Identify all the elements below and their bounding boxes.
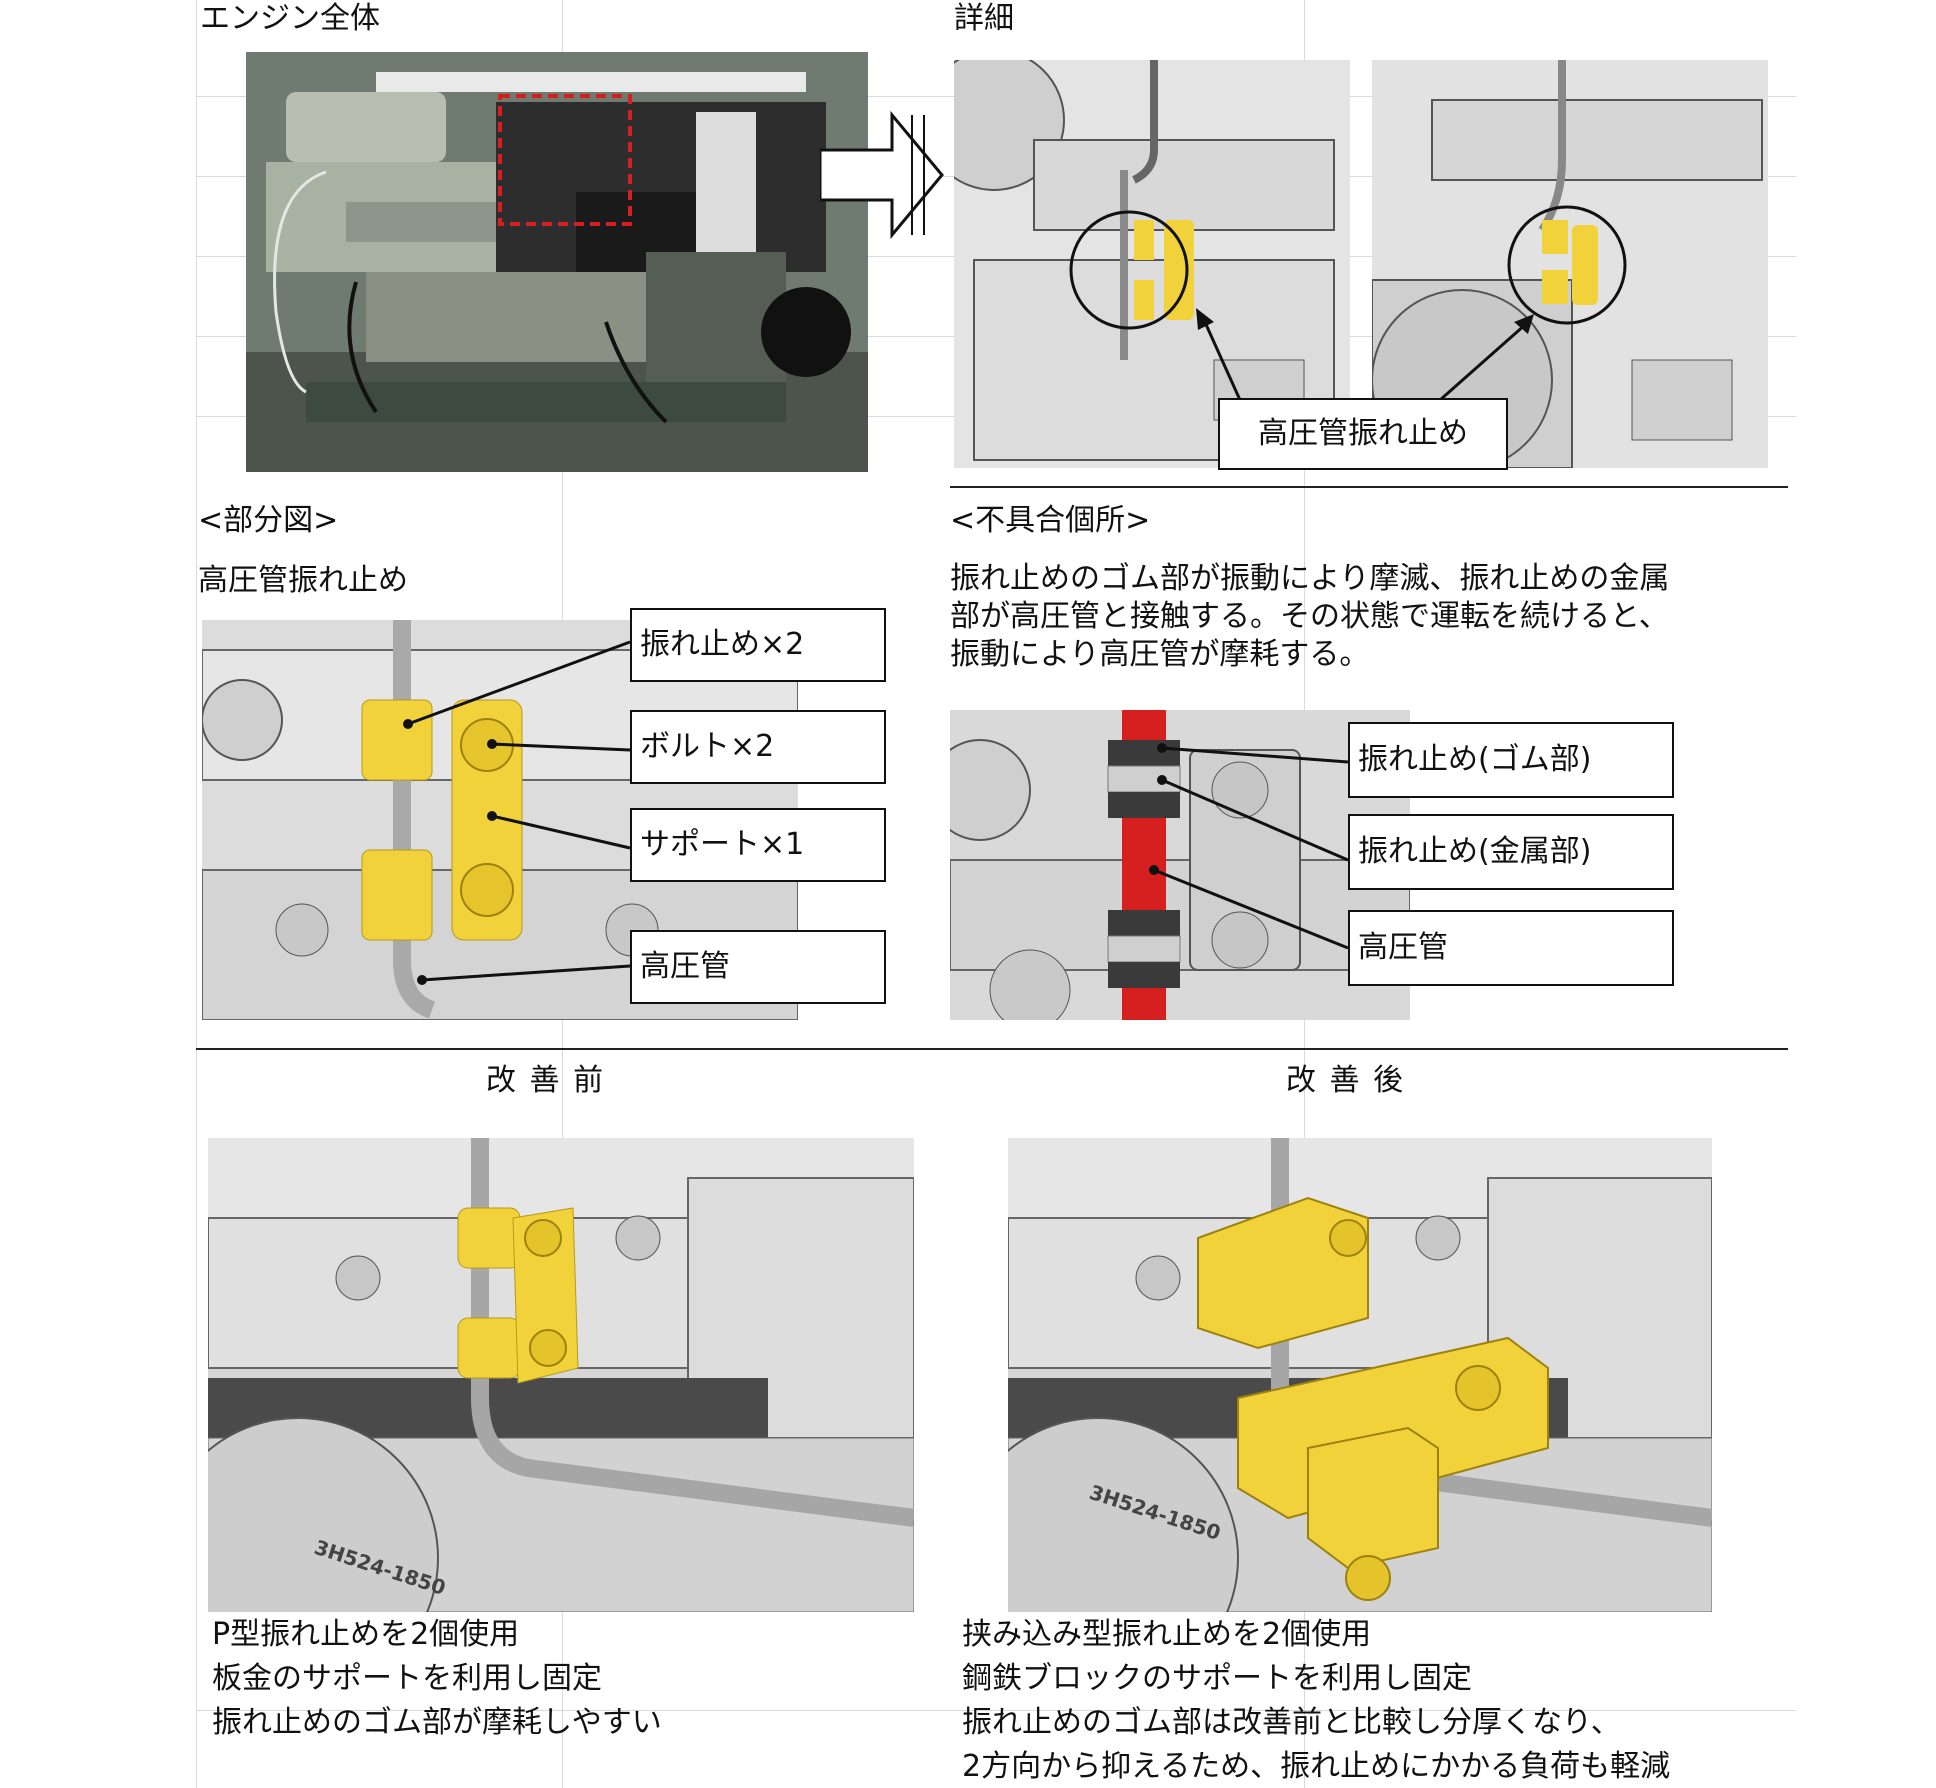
defect-description-line-2: 部が高圧管と接触する。その状態で運転を続けると、 [950,599,1669,634]
before-note-1: P型振れ止めを2個使用 [212,1617,520,1652]
defect-description-line-1: 振れ止めのゴム部が振動により摩滅、振れ止めの金属 [950,561,1670,596]
label-high-pressure-pipe: 高圧管 [630,930,886,1004]
partial-view-heading: <部分図> [198,503,339,538]
grid-line [196,0,197,1788]
arrow-right-icon [820,110,950,240]
label-clamp-rubber-part: 振れ止め(ゴム部) [1348,722,1674,798]
engine-photo [246,52,868,472]
before-note-2: 板金のサポートを利用し固定 [212,1661,602,1696]
section-divider [196,1048,1788,1050]
engine-overview-heading: エンジン全体 [200,1,380,36]
before-improvement-heading: 改 善 前 [486,1063,606,1098]
after-note-1: 挟み込み型振れ止めを2個使用 [962,1617,1372,1652]
highlight-box [498,94,632,226]
defect-location-heading: <不具合個所> [950,503,1151,538]
after-note-2: 鋼鉄ブロックのサポートを利用し固定 [962,1661,1472,1696]
after-improvement-image: 3H524-1850 [1008,1138,1712,1612]
after-note-4: 2方向から抑えるため、振れ止めにかかる負荷も軽減 [962,1749,1671,1784]
before-note-3: 振れ止めのゴム部が摩耗しやすい [212,1705,662,1740]
label-support-x1: サポート×1 [630,808,886,882]
partial-view-subheading: 高圧管振れ止め [198,563,408,598]
label-clamp-metal-part: 振れ止め(金属部) [1348,814,1674,890]
detail-heading: 詳細 [954,1,1014,36]
defect-location-leaders [1149,743,1349,950]
before-improvement-image: 3H524-1850 [208,1138,914,1612]
section-divider [950,486,1788,488]
high-pressure-pipe-clamp-callout: 高圧管振れ止め [1218,398,1508,470]
after-note-3: 振れ止めのゴム部は改善前と比較し分厚くなり、 [962,1705,1621,1740]
grid-line [196,1710,1796,1711]
label-anti-vibration-clamp-x2: 振れ止め×2 [630,608,886,682]
label-high-pressure-pipe: 高圧管 [1348,910,1674,986]
partial-view-leaders [403,640,631,985]
callout-arrows [1196,308,1534,402]
defect-description-line-3: 振動により高圧管が摩耗する。 [950,637,1370,672]
label-bolt-x2: ボルト×2 [630,710,886,784]
after-improvement-heading: 改 善 後 [1286,1063,1406,1098]
